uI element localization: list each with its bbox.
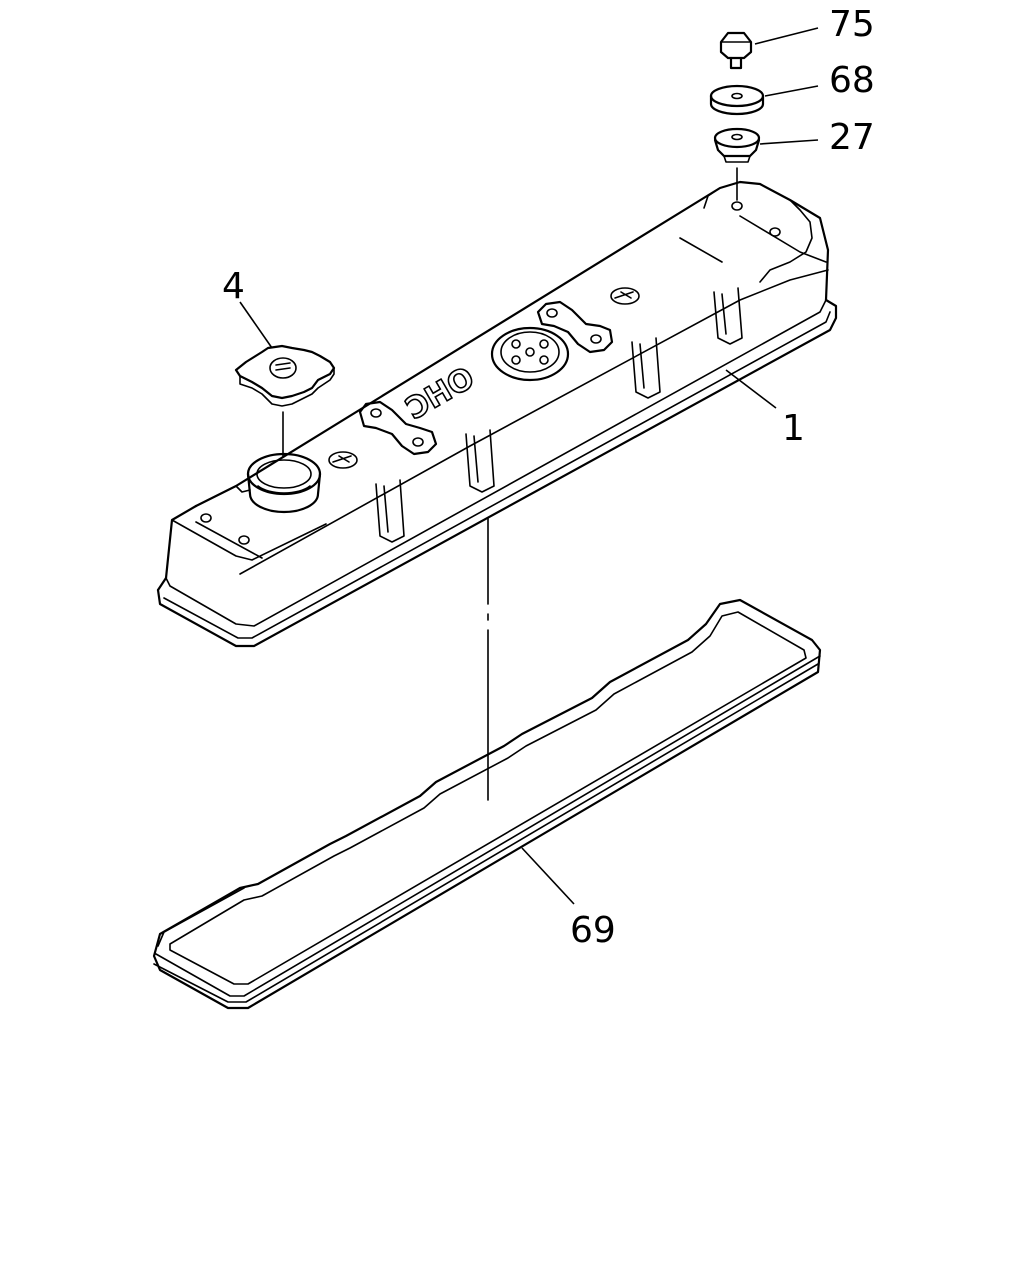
- small-boss-left: [328, 451, 358, 469]
- part-68-washer: [709, 84, 765, 116]
- bracket-left: [358, 400, 438, 456]
- bracket-right: [536, 300, 614, 354]
- leader-27: [759, 139, 819, 145]
- part-27-grommet: [713, 127, 761, 163]
- ohc-emboss-text: OHC: [400, 360, 480, 427]
- leader-68: [764, 85, 819, 97]
- callout-4: 4: [222, 266, 245, 307]
- leader-69: [521, 847, 575, 905]
- callout-75: 75: [829, 4, 875, 45]
- oil-filler-neck: [246, 452, 322, 514]
- breather-boss: [490, 326, 570, 382]
- leader-75: [754, 27, 819, 45]
- part-1-valve-cover: OHC: [156, 180, 838, 648]
- leader-1: [725, 369, 777, 409]
- callout-69: 69: [570, 910, 616, 951]
- small-boss-right: [610, 287, 640, 305]
- callout-1: 1: [782, 408, 805, 449]
- callout-27: 27: [829, 117, 875, 158]
- part-75-bolt: [719, 31, 753, 70]
- part-4-oil-filler-cap: [234, 344, 336, 407]
- part-69-gasket: [152, 598, 822, 1010]
- callout-68: 68: [829, 60, 875, 101]
- leader-4: [239, 301, 273, 349]
